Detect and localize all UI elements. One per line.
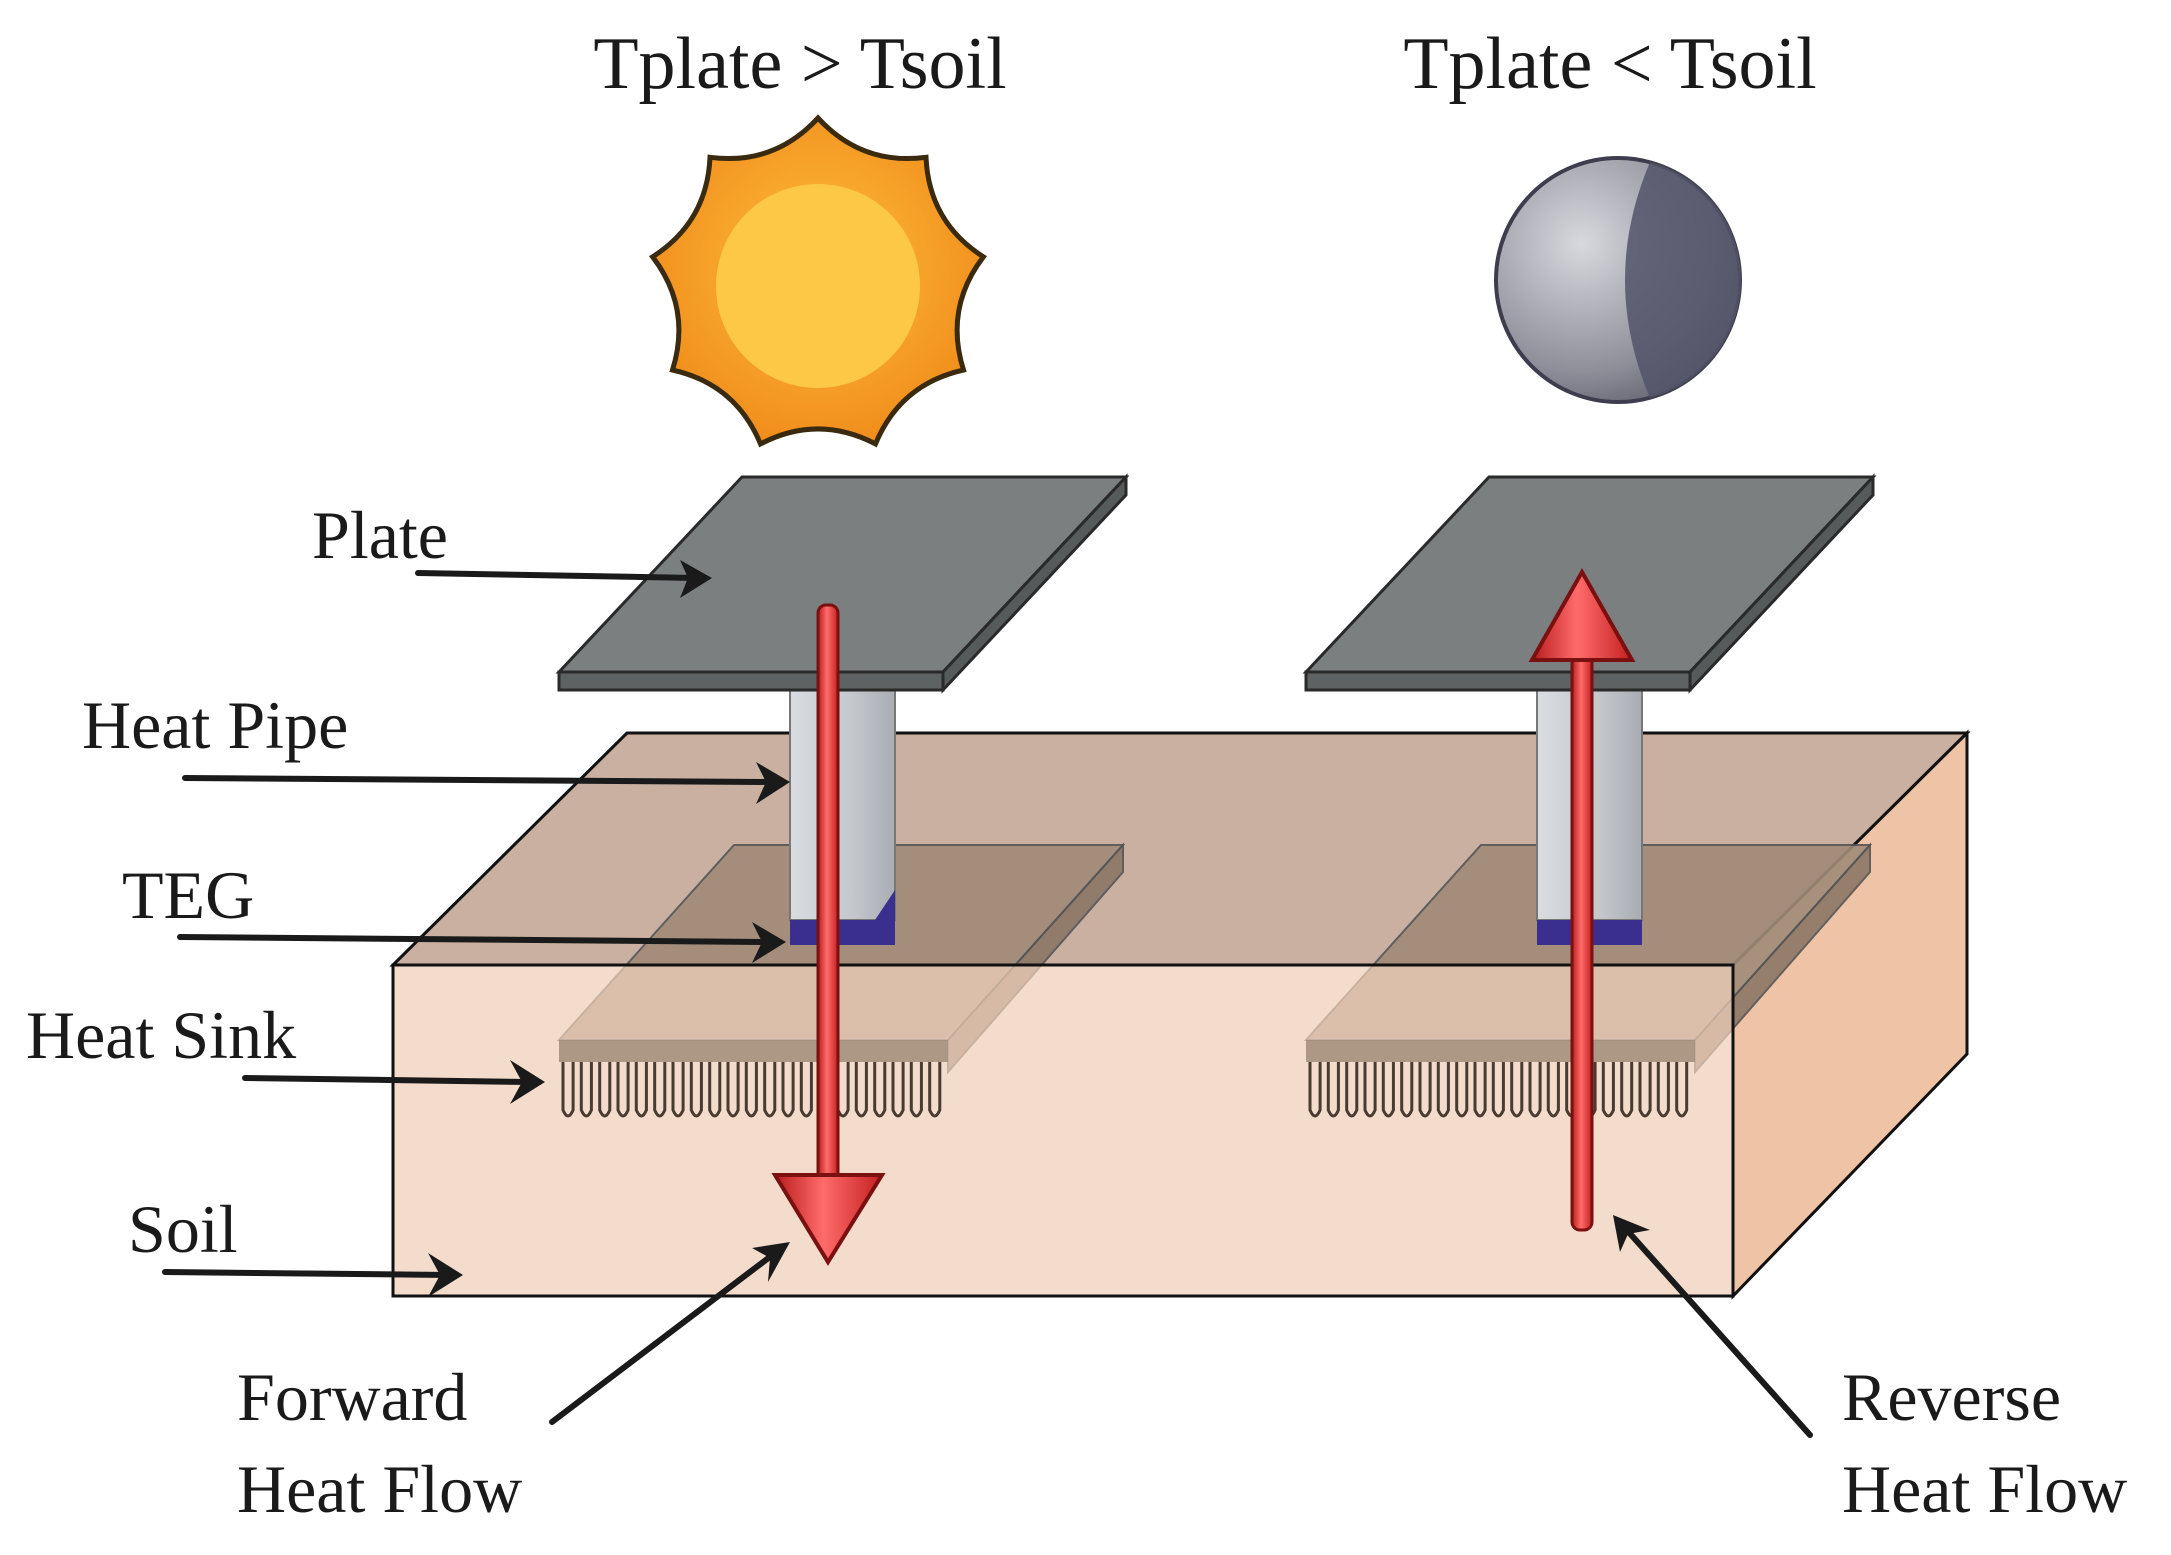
label-heat-sink: Heat Sink [26,997,296,1073]
right-plate [1302,473,1877,694]
pointer-forward-flow [549,1242,790,1425]
pointer-soil [162,1253,463,1297]
label-reverse-line1: Reverse [1842,1359,2061,1435]
label-heat-pipe: Heat Pipe [82,687,348,763]
pointer-reverse-flow [1613,1215,1813,1438]
label-reverse-line2: Heat Flow [1842,1451,2127,1527]
title-left: Tplate > Tsoil [593,23,1006,105]
moon-icon [1494,156,1742,404]
left-heat-sink [559,1040,948,1118]
forward-heat-arrow [771,603,886,1266]
title-right: Tplate < Tsoil [1403,23,1816,105]
label-plate: Plate [312,497,448,573]
left-plate [555,473,1130,694]
pointer-heat-sink [242,1060,545,1104]
reverse-heat-arrow [1528,567,1636,1232]
label-forward-line2: Heat Flow [237,1451,522,1527]
sun-icon [648,114,988,448]
left-teg-block [790,920,895,945]
label-teg: TEG [122,857,254,933]
pointer-plate [415,560,712,598]
left-heat-pipe [789,679,896,921]
soil-front-face [391,963,1735,1298]
pointer-teg [177,922,786,963]
pointer-heat-pipe [182,762,790,804]
label-forward-line1: Forward [237,1359,467,1435]
label-soil: Soil [128,1191,238,1267]
